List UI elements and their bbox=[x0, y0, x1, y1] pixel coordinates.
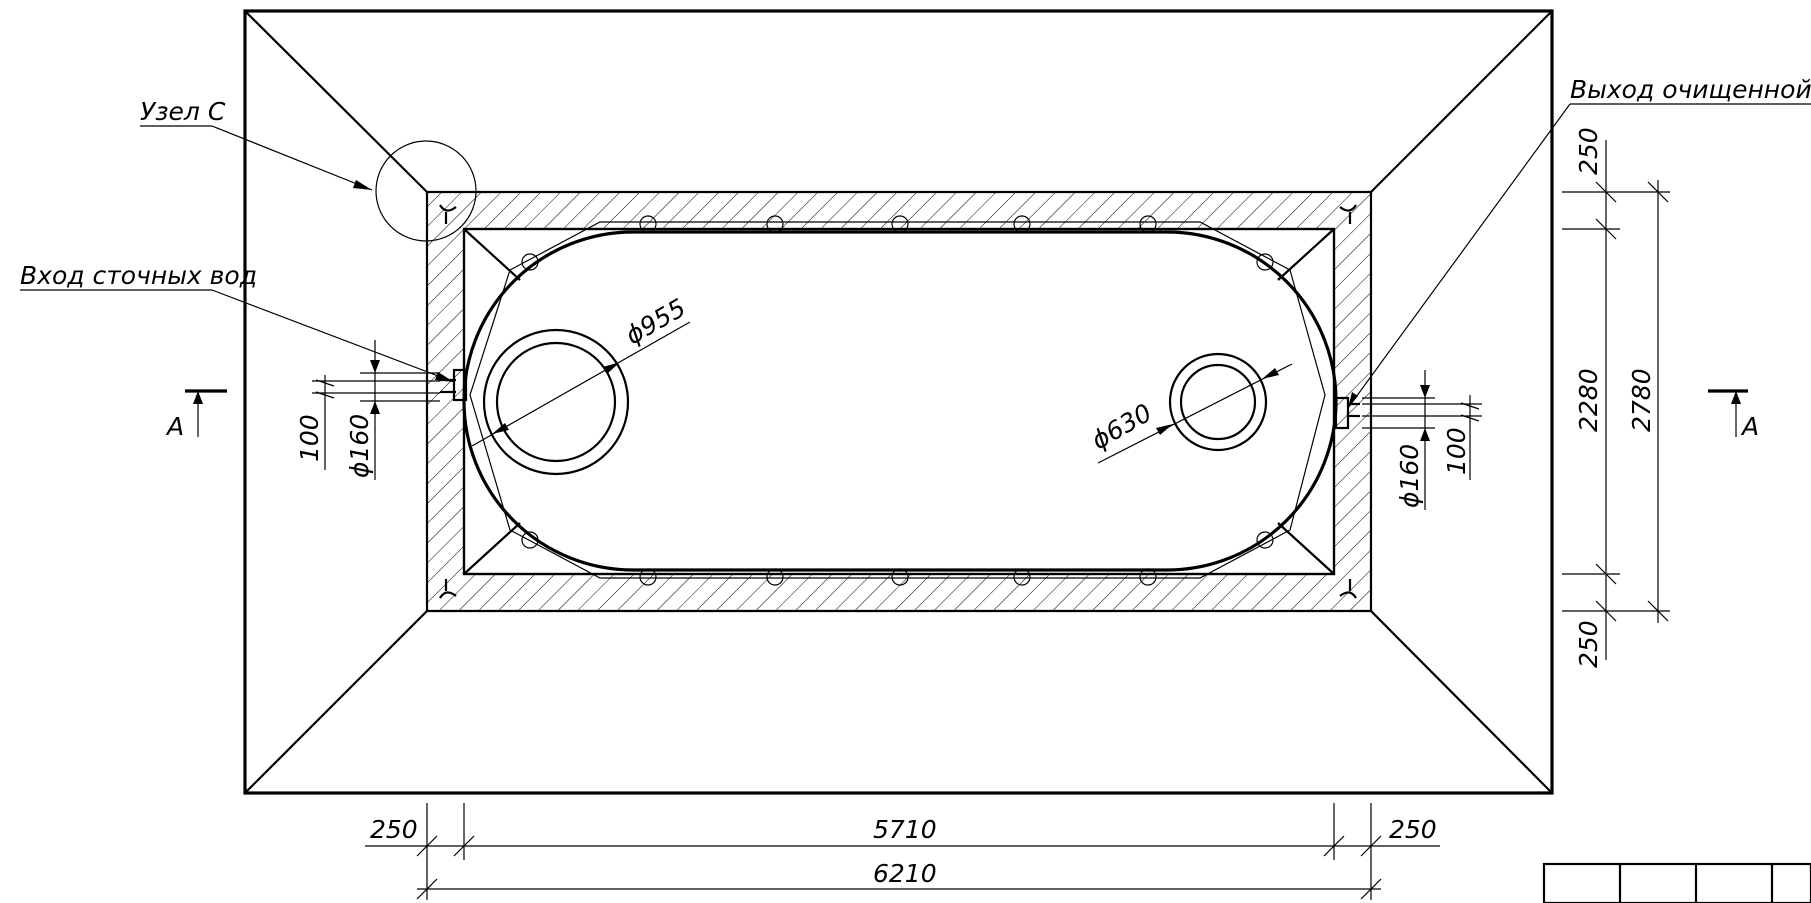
title-block bbox=[1542, 862, 1811, 903]
right-2280-label: 2280 bbox=[1574, 368, 1603, 432]
bottom-6210-label: 6210 bbox=[873, 859, 937, 888]
right-160-label: ϕ160 bbox=[1395, 444, 1424, 508]
slope-lines bbox=[244, 10, 1553, 794]
dia-630-label: ϕ630 bbox=[1087, 398, 1157, 455]
tank-straps bbox=[469, 221, 1326, 579]
section-right-label: А bbox=[1740, 412, 1759, 441]
right-2780-label: 2780 bbox=[1627, 368, 1656, 432]
left-160-arrow-top bbox=[370, 360, 380, 373]
section-marker-right: А bbox=[1708, 389, 1759, 441]
bottom-5710-label: 5710 bbox=[873, 815, 937, 844]
outlet-callout: Выход очищенной воды bbox=[1347, 75, 1811, 409]
pit-outline bbox=[243, 9, 1554, 795]
anchor-hooks bbox=[439, 204, 1357, 599]
right-100-label: 100 bbox=[1442, 427, 1471, 475]
left-160-arrow-bottom bbox=[370, 401, 380, 414]
left-100-label: 100 bbox=[295, 414, 324, 462]
inner-chamber bbox=[462, 227, 1336, 576]
section-marker-left: А bbox=[165, 389, 227, 441]
right-pipe-dimensions bbox=[1362, 370, 1482, 510]
outlet-label: Выход очищенной воды bbox=[1570, 75, 1811, 104]
strap-clamps bbox=[521, 215, 1274, 586]
manhole-955 bbox=[482, 328, 630, 476]
left-160-label: ϕ160 bbox=[345, 414, 374, 478]
bottom-250-left-label: 250 bbox=[370, 815, 418, 844]
right-250-bottom-label: 250 bbox=[1574, 620, 1603, 668]
inlet-callout: Вход сточных вод bbox=[20, 261, 455, 383]
right-160-arrow-top bbox=[1420, 385, 1430, 398]
dia-955-dimension: ϕ955 bbox=[471, 293, 691, 447]
inlet-label: Вход сточных вод bbox=[20, 261, 257, 290]
bottom-250-right-label: 250 bbox=[1389, 815, 1437, 844]
tank-body bbox=[462, 230, 1338, 572]
node-c-callout: Узел С bbox=[140, 97, 477, 242]
section-left-label: А bbox=[165, 412, 184, 441]
right-160-arrow-bottom bbox=[1420, 428, 1430, 441]
bottom-dimension-chain bbox=[365, 803, 1440, 900]
right-250-top-label: 250 bbox=[1574, 127, 1603, 175]
node-c-label: Узел С bbox=[140, 97, 226, 126]
corner-braces bbox=[463, 228, 1335, 575]
manhole-630 bbox=[1168, 352, 1268, 452]
concrete-wall bbox=[425, 190, 1373, 613]
right-dimension-chain bbox=[1562, 140, 1670, 660]
